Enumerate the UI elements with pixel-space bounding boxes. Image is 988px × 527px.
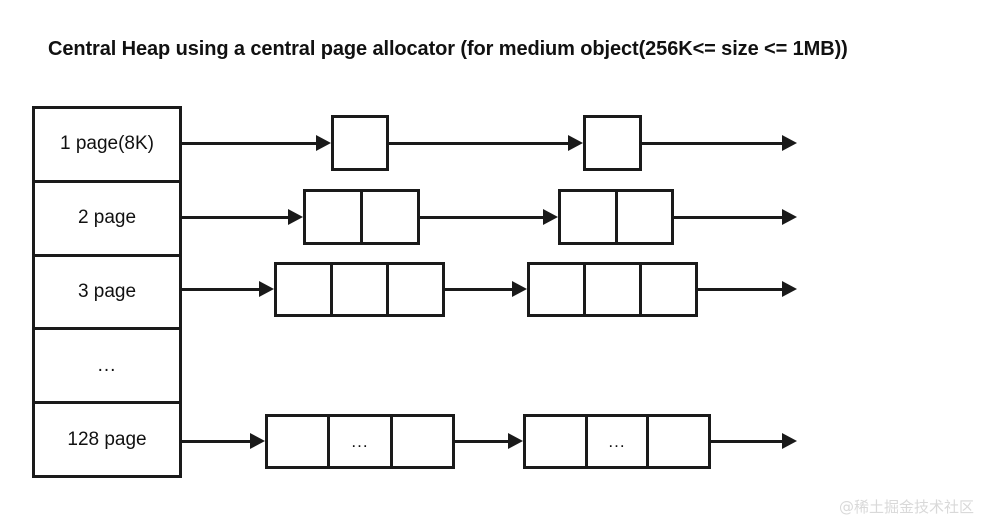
span-cell [586, 118, 639, 168]
table-row: 2 page [35, 183, 179, 257]
connector-line [420, 215, 543, 219]
span-box[interactable] [303, 189, 420, 245]
arrow-head-icon [782, 135, 797, 151]
span-cell [333, 265, 389, 314]
span-cell [306, 192, 363, 242]
watermark: @稀土掘金技术社区 [838, 498, 974, 516]
connector-line [389, 141, 568, 145]
span-cell-ellipsis: ... [588, 417, 650, 466]
table-row: 128 page [35, 404, 179, 475]
span-box[interactable]: ... [265, 414, 455, 469]
size-class-label-1-page: 1 page(8K) [59, 133, 154, 155]
arrow-head-icon [316, 135, 331, 151]
arrow-head-icon [508, 433, 523, 449]
span-box[interactable] [274, 262, 445, 317]
connector-line [698, 287, 787, 291]
chain-row-1-page [182, 103, 802, 183]
connector-line [182, 141, 316, 145]
connector-line [182, 439, 250, 443]
connector-line [455, 439, 508, 443]
span-cell [526, 417, 588, 466]
arrow-head-icon [250, 433, 265, 449]
span-cell [530, 265, 586, 314]
arrow-head-icon [782, 281, 797, 297]
connector-line [642, 141, 787, 145]
span-box[interactable] [331, 115, 389, 171]
span-cell [393, 417, 452, 466]
table-row: 3 page [35, 257, 179, 331]
chain-row-3-page [182, 249, 802, 329]
connector-line [711, 439, 787, 443]
chain-row-128-page: ... ... [182, 401, 802, 481]
span-cell-ellipsis: ... [330, 417, 393, 466]
span-cell [618, 192, 672, 242]
size-class-label-128-page: 128 page [67, 428, 147, 450]
chain-row-ellipsis [182, 323, 802, 403]
table-row: ... [35, 330, 179, 405]
chain-row-2-page [182, 177, 802, 257]
arrow-head-icon [543, 209, 558, 225]
size-class-table: 1 page(8K) 2 page 3 page ... 128 page [32, 106, 182, 478]
arrow-head-icon [259, 281, 274, 297]
connector-line [445, 287, 512, 291]
connector-line [674, 215, 787, 219]
arrow-head-icon [782, 209, 797, 225]
arrow-head-icon [512, 281, 527, 297]
span-box[interactable] [558, 189, 674, 245]
span-cell [649, 417, 708, 466]
span-cell [334, 118, 386, 168]
arrow-head-icon [288, 209, 303, 225]
connector-line [182, 287, 259, 291]
span-cell [642, 265, 695, 314]
page-title: Central Heap using a central page alloca… [48, 38, 848, 60]
arrow-head-icon [568, 135, 583, 151]
connector-line [182, 215, 288, 219]
size-class-label-3-page: 3 page [77, 280, 137, 302]
span-cell [561, 192, 618, 242]
span-box[interactable] [583, 115, 642, 171]
size-class-label-2-page: 2 page [77, 207, 137, 229]
span-cell [586, 265, 642, 314]
span-cell [389, 265, 442, 314]
size-class-label-ellipsis: ... [97, 354, 117, 376]
span-cell [363, 192, 417, 242]
span-cell [277, 265, 333, 314]
arrow-head-icon [782, 433, 797, 449]
span-cell [268, 417, 331, 466]
span-box[interactable] [527, 262, 698, 317]
table-row: 1 page(8K) [35, 109, 179, 183]
span-box[interactable]: ... [523, 414, 711, 469]
